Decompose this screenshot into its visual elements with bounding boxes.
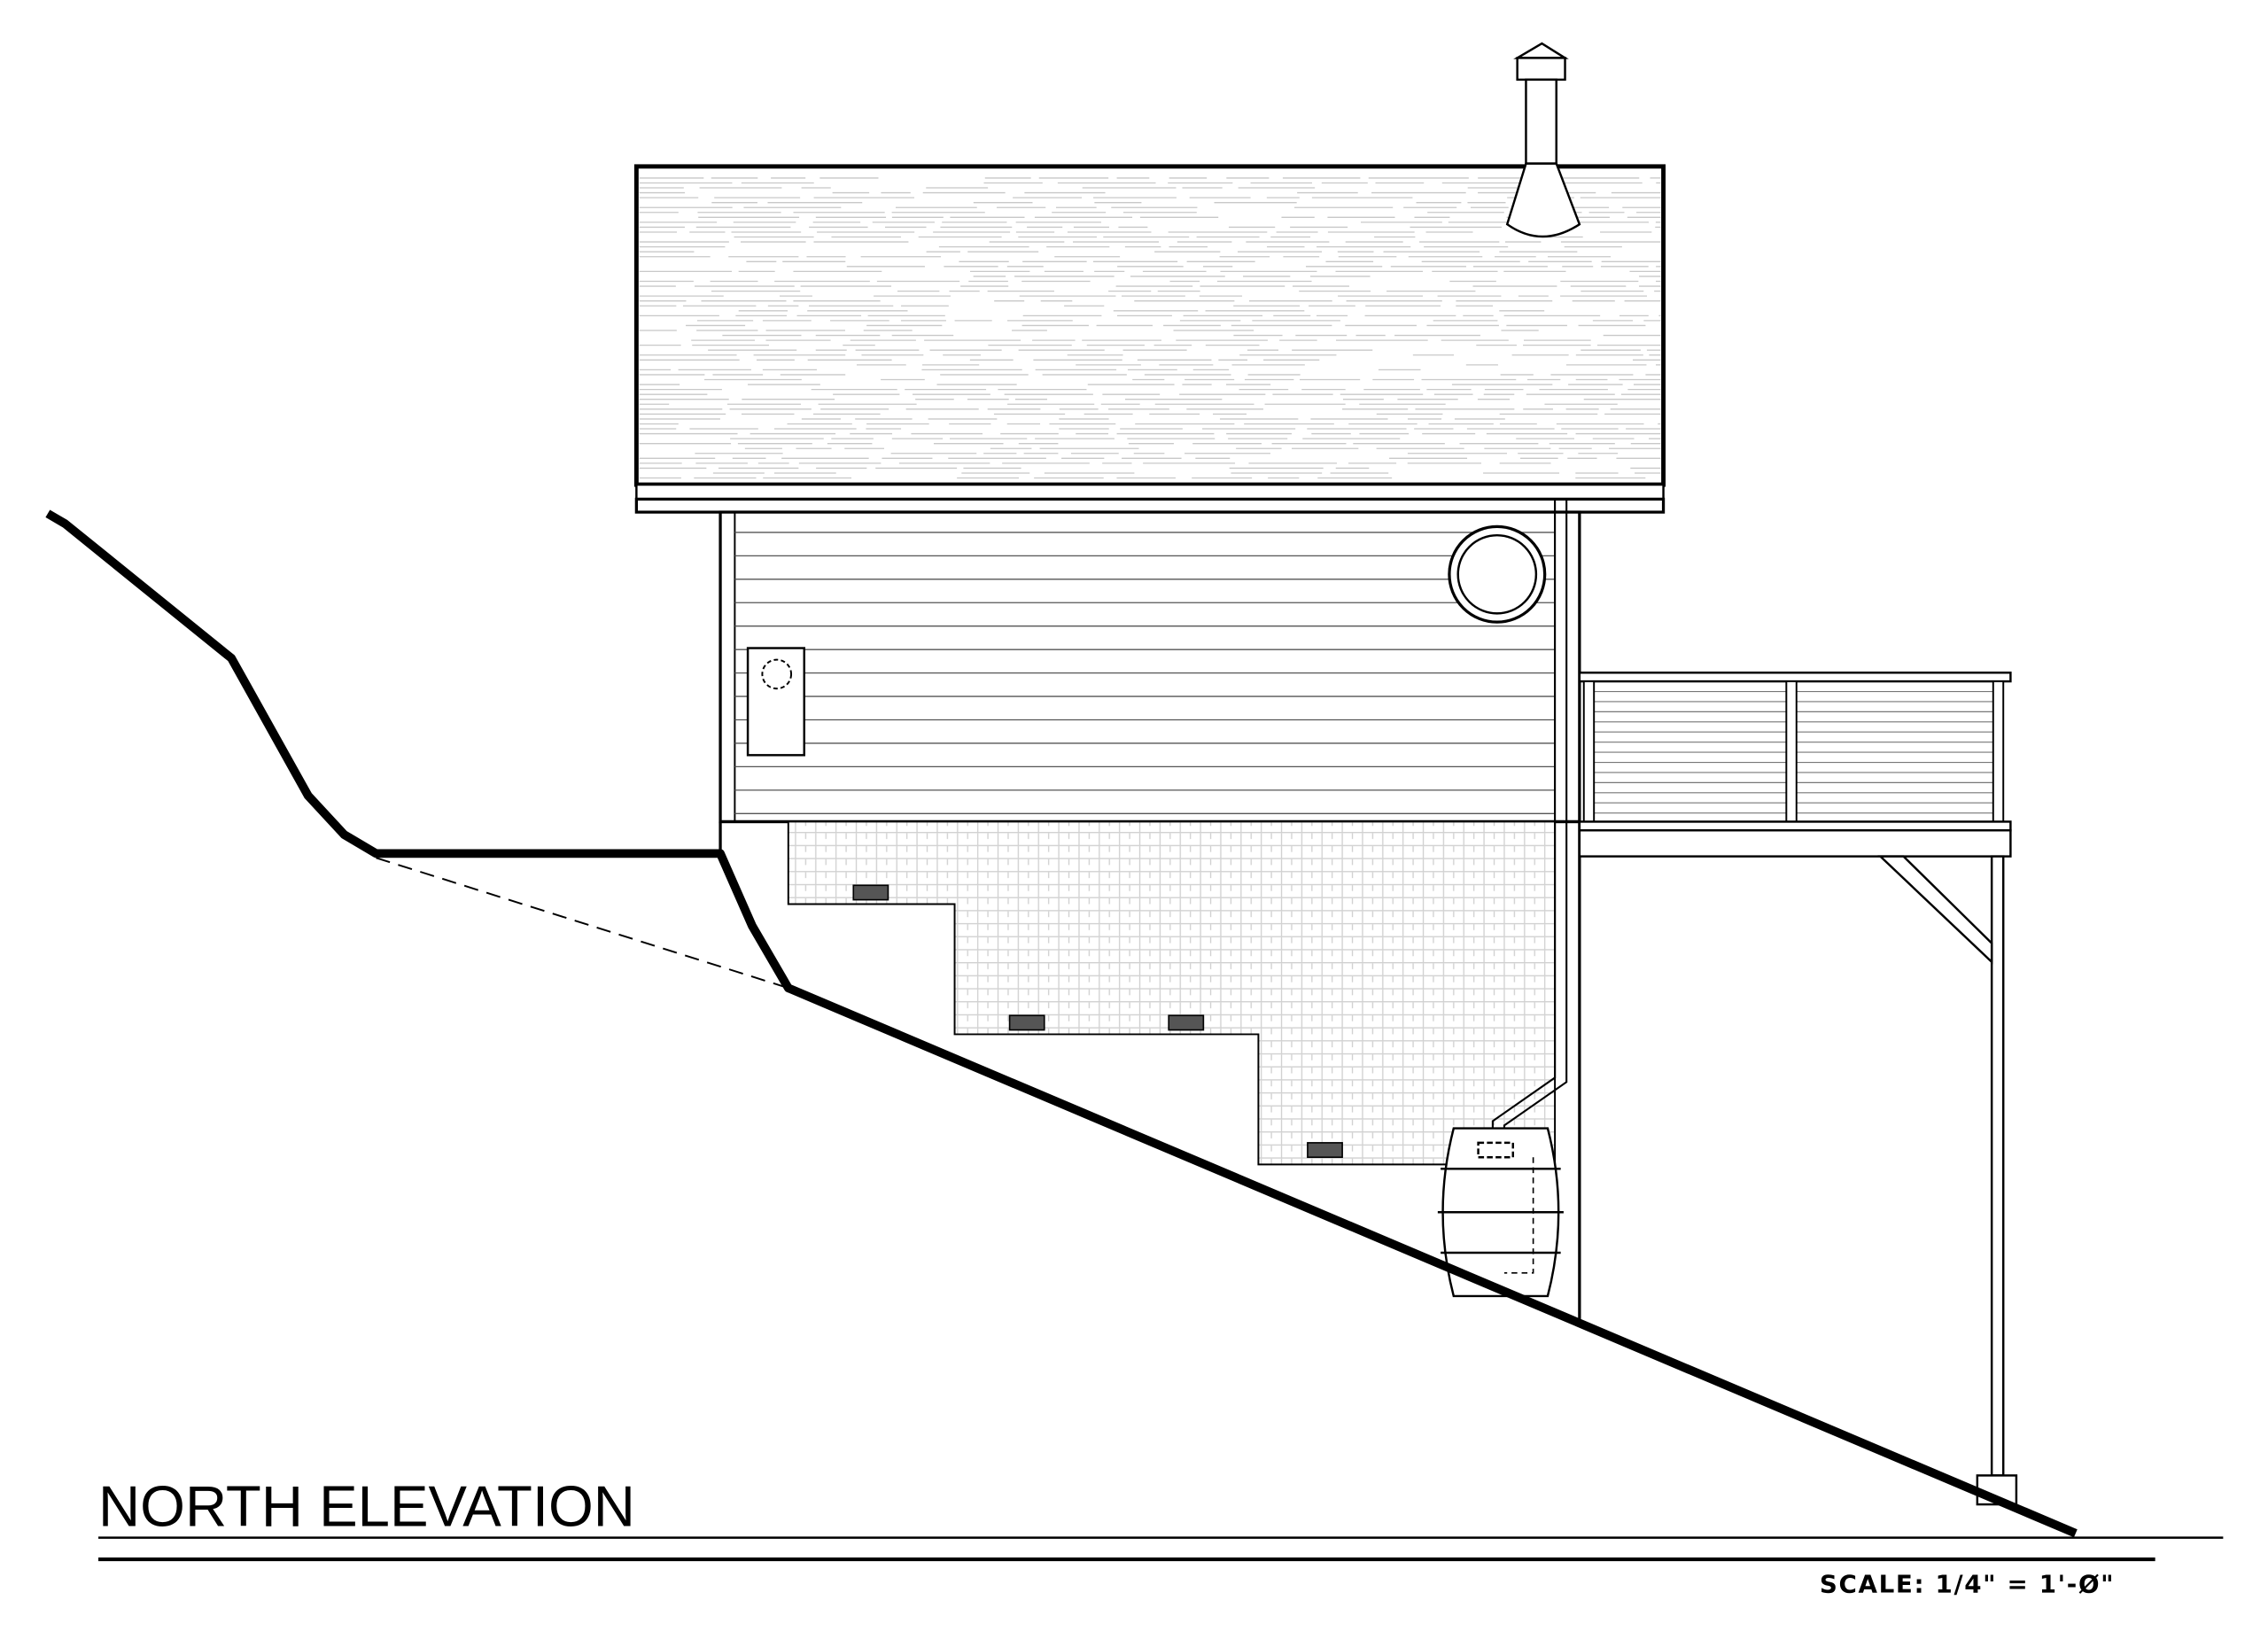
- wall-vent: [746, 647, 805, 757]
- crawlspace-vent: [1307, 1142, 1343, 1159]
- crawlspace-vent: [852, 884, 889, 901]
- crawlspace-vent: [1168, 1014, 1205, 1031]
- round-window: [1448, 524, 1547, 624]
- rain-barrel: [1437, 1127, 1564, 1298]
- drawing-title: NORTH ELEVATION: [98, 1474, 635, 1539]
- crawlspace-vent: [1008, 1014, 1045, 1031]
- scale-label: SCALE: 1/4" = 1'-Ø": [1820, 1570, 2115, 1599]
- chimney-flue: [1505, 42, 1581, 238]
- foundation-wall: [718, 820, 1581, 1320]
- roof: [633, 164, 1666, 514]
- deck: [1578, 672, 2018, 1506]
- grade-line: [45, 509, 2078, 1538]
- roof-shingle-texture: [639, 177, 1661, 479]
- upper-wall-siding: [718, 510, 1581, 824]
